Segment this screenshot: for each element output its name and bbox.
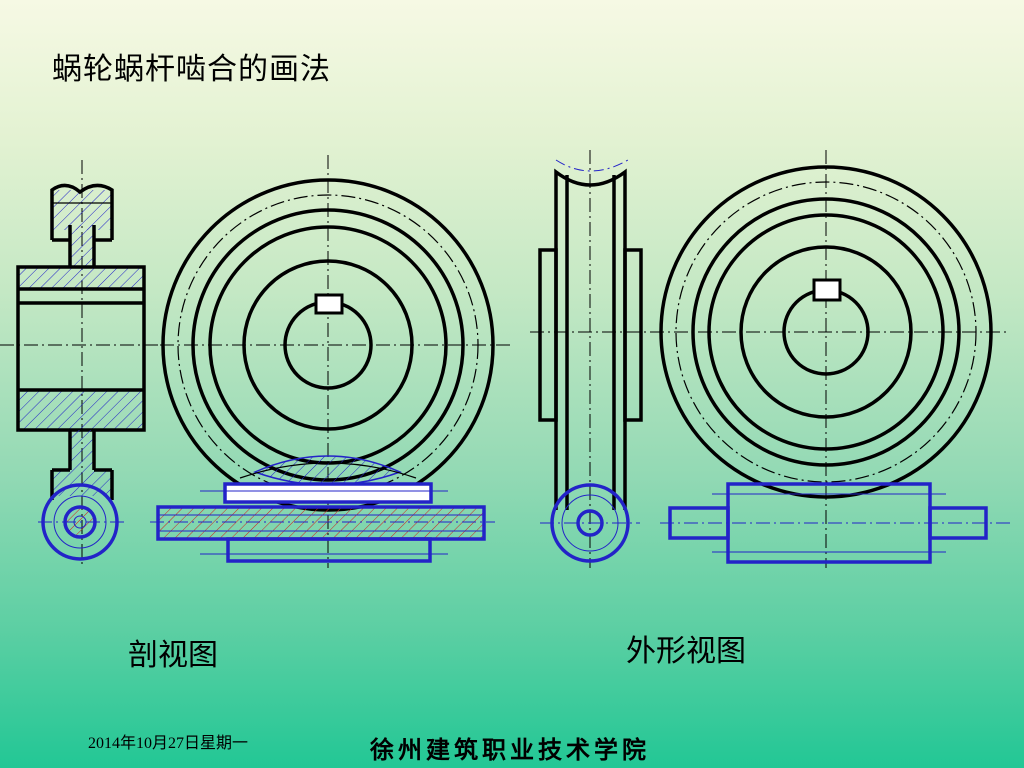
section-wheel-front-view: [150, 155, 510, 568]
outer-wheel-side-view: [530, 150, 660, 568]
section-wheel-side-view: [0, 160, 170, 568]
outer-wheel-front-view: [650, 150, 1010, 568]
footer-school: 徐州建筑职业技术学院: [370, 736, 650, 764]
outer-view-label: 外形视图: [626, 634, 746, 669]
slide-title: 蜗轮蜗杆啮合的画法: [52, 52, 331, 87]
footer-date: 2014年10月27日星期一: [88, 735, 249, 752]
section-view-label: 剖视图: [128, 638, 218, 673]
